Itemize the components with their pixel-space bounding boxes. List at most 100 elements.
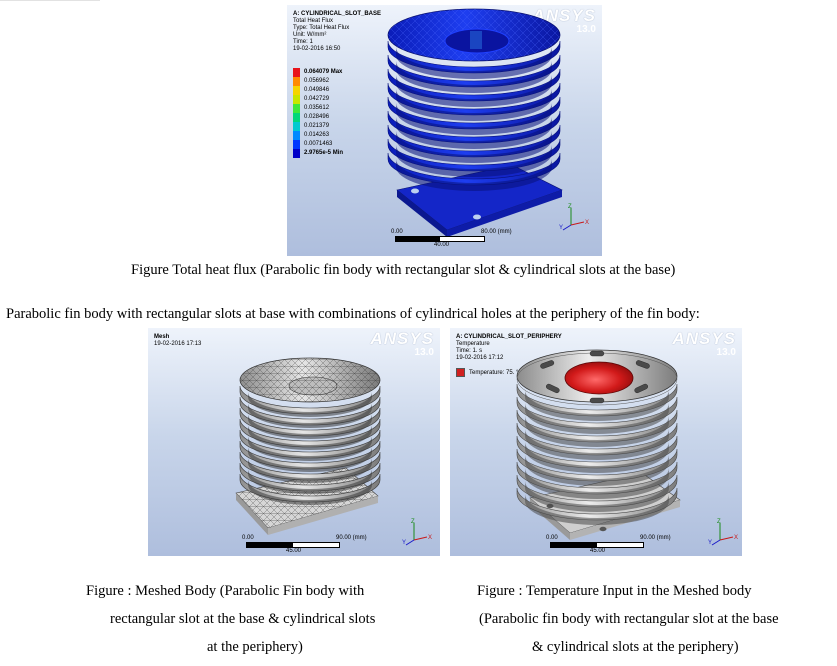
info-line: Total Heat Flux: [293, 18, 334, 24]
scale-mid-label: 40.00: [434, 242, 450, 248]
caption-heat-flux: Figure Total heat flux (Parabolic fin bo…: [131, 262, 676, 278]
caption-mesh-line: rectangular slot at the base & cylindric…: [110, 611, 376, 627]
ansys-version: 13.0: [716, 347, 736, 358]
fin-gap: [525, 429, 669, 460]
legend-swatch: [293, 113, 300, 122]
caption-temperature-line: & cylindrical slots at the periphery): [532, 639, 739, 655]
fin-gap: [248, 436, 372, 461]
ansys-version: 13.0: [576, 24, 596, 35]
heat-flux-figure: ANSYS 13.0 A: CYLINDRICAL_SLOT_BASE Tota…: [287, 5, 602, 256]
legend-swatch: [293, 95, 300, 104]
info-line: 19-02-2016 17:12: [456, 355, 504, 361]
fin-gap: [248, 458, 372, 483]
ansys-brand: ANSYS: [370, 329, 434, 348]
legend-swatch: [293, 86, 300, 95]
ansys-brand: ANSYS: [672, 329, 736, 348]
fin-gap: [248, 403, 372, 428]
axis-z-label: Z: [568, 204, 572, 210]
temperature-swatch: [456, 368, 465, 377]
fin-gap: [396, 47, 552, 79]
axis-z-label: Z: [411, 519, 415, 525]
legend-label: 0.014263: [304, 132, 330, 138]
scale-bar: 0.00 80.00 (mm) 40.00: [387, 229, 512, 249]
info-line: Time: 1. s: [456, 348, 483, 354]
scale-bar: 0.00 90.00 (mm) 45.00: [238, 535, 367, 555]
legend-swatch: [293, 122, 300, 131]
info-line: Unit: W/mm²: [293, 32, 327, 38]
info-line: Type: Total Heat Flux: [293, 25, 350, 31]
axis-triad: Z X Y: [402, 519, 432, 546]
fin-gap: [396, 117, 552, 149]
legend-label: 0.049846: [304, 87, 330, 93]
fin-gap: [525, 481, 669, 512]
fin-gap: [525, 403, 669, 434]
axis-x-label: X: [734, 535, 738, 541]
fin-gap: [396, 131, 552, 163]
scale-bar: 0.00 90.00 (mm) 45.00: [542, 535, 671, 555]
fin-gap: [396, 145, 552, 177]
axis-z-label: Z: [717, 519, 721, 525]
legend-swatch: [293, 149, 300, 158]
axis-y-label: Y: [402, 540, 406, 546]
axis-y-label: Y: [559, 225, 563, 231]
scale-mid-label: 45.00: [590, 548, 606, 554]
axis-x-label: X: [585, 220, 589, 226]
paragraph-intro: Parabolic fin body with rectangular slot…: [6, 306, 700, 322]
fin-gap: [396, 103, 552, 135]
temperature-legend-label: Temperature: 75. °C: [469, 369, 523, 376]
fin-gap: [248, 447, 372, 472]
figure-title: A: CYLINDRICAL_SLOT_PERIPHERY: [456, 334, 562, 340]
ansys-logo: ANSYS 13.0: [672, 329, 736, 358]
heat-flux-model: [387, 8, 563, 237]
info-line: 19-02-2016 16:50: [293, 46, 341, 52]
legend-label: 0.035612: [304, 105, 330, 111]
caption-mesh-line: Figure : Meshed Body (Parabolic Fin body…: [86, 583, 365, 599]
temperature-model: [516, 349, 681, 540]
axis-y-label: Y: [708, 540, 712, 546]
scale-bar-graphic: [395, 236, 485, 242]
scale-left-label: 0.00: [546, 535, 558, 541]
scale-left-label: 0.00: [391, 229, 403, 235]
ansys-version: 13.0: [414, 347, 434, 358]
legend-swatch: [293, 104, 300, 113]
fin-gap: [248, 414, 372, 439]
mesh-model: [235, 357, 381, 535]
figure-info: Mesh 19-02-2016 17:13: [154, 334, 201, 348]
legend-swatch: [293, 140, 300, 149]
legend-label: 0.064079 Max: [304, 69, 343, 75]
scale-left-label: 0.00: [242, 535, 254, 541]
axis-triad: Z X Y: [559, 204, 589, 231]
figure-title: Mesh: [154, 334, 170, 340]
legend-label: 0.028496: [304, 114, 330, 120]
scale-bar-graphic: [550, 542, 644, 548]
legend-swatch: [293, 131, 300, 140]
fin-gap: [525, 390, 669, 421]
ansys-brand: ANSYS: [532, 6, 596, 25]
legend-label: 0.042729: [304, 96, 330, 102]
legend-swatch: [293, 68, 300, 77]
axis-x-label: X: [428, 535, 432, 541]
ansys-logo: ANSYS 13.0: [370, 329, 434, 358]
scale-right-label: 90.00 (mm): [640, 535, 671, 541]
legend-label: 0.0071463: [304, 141, 333, 147]
legend-label: 0.021379: [304, 123, 330, 129]
caption-temperature-line: Figure : Temperature Input in the Meshed…: [477, 583, 752, 599]
mesh-figure: ANSYS 13.0 Mesh 19-02-2016 17:13: [148, 328, 440, 556]
fin-gap: [525, 416, 669, 447]
fin-gap: [248, 469, 372, 494]
caption-mesh-line: at the periphery): [207, 639, 303, 655]
fin-gap: [248, 425, 372, 450]
info-line: Temperature: [456, 341, 490, 347]
figure-info: A: CYLINDRICAL_SLOT_BASE Total Heat Flux…: [293, 11, 381, 53]
scale-right-label: 80.00 (mm): [481, 229, 512, 235]
fin-gap: [525, 442, 669, 473]
fin-gap: [248, 392, 372, 417]
legend-label: 2.9765e-5 Min: [304, 150, 344, 156]
caption-temperature-line: (Parabolic fin body with rectangular slo…: [479, 611, 779, 627]
info-line: Time: 1: [293, 39, 313, 45]
scale-right-label: 90.00 (mm): [336, 535, 367, 541]
top-hairline: [0, 0, 100, 3]
scale-mid-label: 45.00: [286, 548, 302, 554]
axis-triad: Z X Y: [708, 519, 738, 546]
scale-bar-graphic: [246, 542, 340, 548]
